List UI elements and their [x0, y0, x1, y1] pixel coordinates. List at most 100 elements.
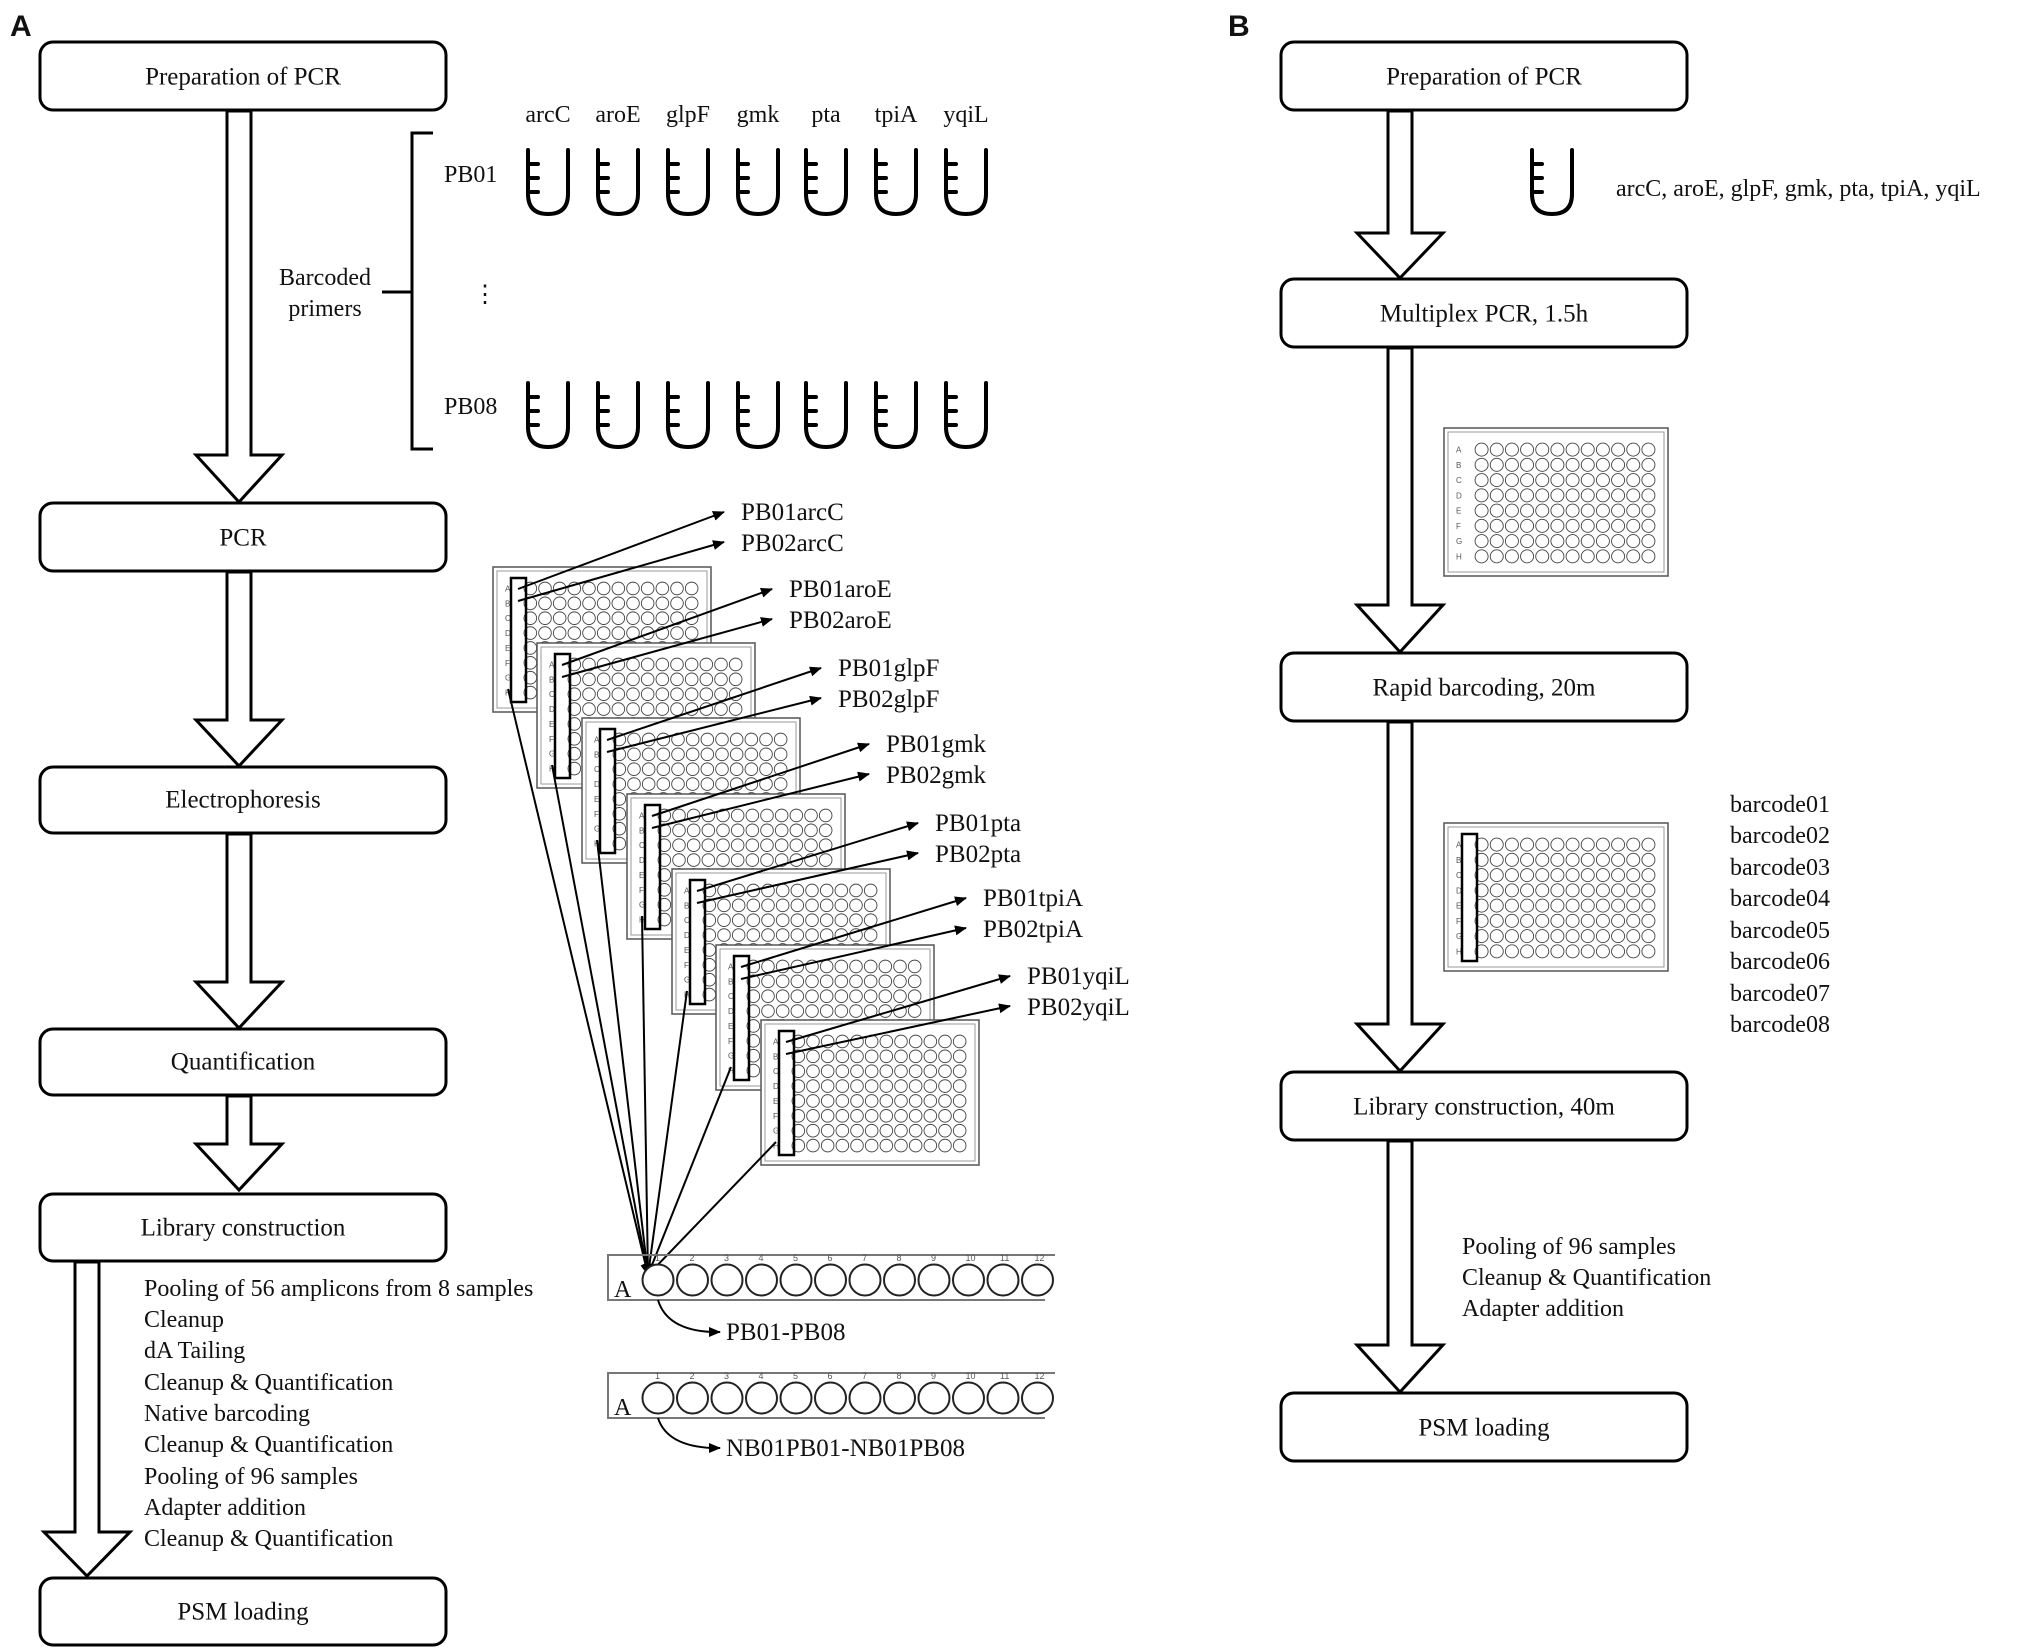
plate-well: [1474, 868, 1489, 883]
plate-well: [805, 928, 819, 942]
plate-well: [850, 1109, 864, 1123]
plate-well: [1474, 518, 1489, 533]
strip-column-number: 2: [690, 1371, 695, 1381]
plate-well: [552, 611, 567, 625]
plate-well: [761, 1004, 775, 1018]
plate-well: [1535, 549, 1550, 564]
plate-row-label: E: [728, 1022, 733, 1031]
strip-well: [745, 1263, 778, 1297]
plate-well: [1565, 549, 1580, 564]
plate-well: [1611, 534, 1626, 549]
plate-row-label: A: [1456, 446, 1462, 455]
plate-well: [627, 777, 641, 791]
plate-well: [1489, 944, 1504, 959]
plate-well: [1595, 868, 1610, 883]
plate-well: [1535, 534, 1550, 549]
plate-well: [834, 959, 849, 974]
plate-well: [879, 1094, 894, 1108]
plate-well: [699, 687, 714, 701]
strip-well: [952, 1381, 985, 1415]
plate-well: [596, 611, 611, 625]
strip-column-number: 1: [655, 1253, 660, 1263]
plate-well: [820, 1138, 835, 1153]
plate-well: [567, 626, 582, 640]
plate-well: [670, 702, 684, 716]
plate-well: [864, 1049, 879, 1064]
plate-well: [746, 928, 761, 942]
plate-well: [952, 1109, 967, 1123]
plate-well: [1474, 457, 1489, 472]
plate-well: [670, 687, 684, 701]
plate-well: [1641, 473, 1656, 488]
plate-well: [894, 1138, 908, 1153]
plate-well: [714, 687, 728, 701]
product-arrow: [696, 850, 919, 904]
plate-row-label: C: [639, 841, 645, 850]
column-highlight: [509, 576, 528, 704]
plate-well: [1611, 852, 1626, 867]
product-label: PB02yqiL: [1027, 994, 1130, 1021]
plate-well: [730, 853, 745, 867]
plate-well: [761, 898, 775, 913]
plate-well: [1489, 457, 1504, 472]
plate-well: [819, 883, 834, 898]
pool-converge-arrow: [647, 1141, 777, 1276]
plate-well: [1595, 473, 1610, 488]
plate-well: [552, 626, 567, 640]
plate-well: [717, 883, 731, 898]
plate-well: [864, 1064, 879, 1078]
plate-row-label: H: [773, 1142, 779, 1151]
product-label: PB01arcC: [741, 499, 844, 526]
plate-well: [1535, 442, 1550, 457]
pcr-plates-stack: ABCDEFGHABCDEFGHABCDEFGHABCDEFGHABCDEFGH…: [492, 566, 980, 1166]
pool-converge-arrow: [647, 1066, 732, 1276]
plate-well: [849, 898, 863, 913]
plate-well: [1641, 883, 1656, 898]
plate-well: [1580, 503, 1595, 518]
strip-well: [676, 1381, 709, 1415]
plate-row-label: A: [773, 1037, 779, 1046]
plate-well: [923, 1123, 938, 1138]
plate-well: [728, 657, 743, 672]
plate-well: [640, 672, 655, 687]
library-steps-a: Pooling of 56 amplicons from 8 samples C…: [144, 1276, 533, 1552]
primer-set-label: PB08: [444, 394, 497, 420]
panel-b-steps: Preparation of PCR Multiplex PCR, 1.5h R…: [1279, 40, 1689, 1463]
plate-well: [789, 808, 804, 823]
plate-well: [1550, 488, 1565, 503]
column-highlight: [643, 803, 662, 931]
plate-well: [864, 1138, 879, 1153]
tube-icon: [736, 381, 780, 449]
plate-well: [538, 626, 552, 640]
plate-well: [1489, 442, 1504, 457]
tube-icon: [736, 148, 780, 216]
step-label: Library construction, 40m: [1353, 1094, 1615, 1121]
plate-well: [714, 672, 728, 687]
plate-well: [684, 626, 699, 640]
tube-row-pb08: [526, 381, 988, 449]
plate-well: [893, 989, 907, 1003]
plate-well: [834, 1004, 849, 1018]
plate-well: [1611, 913, 1626, 928]
plate-well: [879, 1034, 894, 1049]
gene-label: glpF: [666, 102, 710, 128]
plate-well: [1580, 913, 1595, 928]
plate-well: [655, 611, 670, 625]
column-highlight: [598, 727, 617, 855]
plate-well: [938, 1109, 952, 1123]
product-arrow: [651, 742, 870, 817]
plate-well: [1474, 852, 1489, 867]
panel-a-flow-arrows: [40, 109, 286, 1579]
strip-column-number: 6: [828, 1253, 833, 1263]
plate-well: [1580, 944, 1595, 959]
plate-well: [745, 853, 760, 867]
plate-well: [685, 762, 700, 776]
plate-well: [1641, 852, 1656, 867]
plate-well: [761, 913, 775, 927]
plate-well: [730, 838, 745, 852]
plate-well: [671, 762, 685, 776]
plate-well: [1474, 473, 1489, 488]
plate-row-label: D: [549, 705, 555, 714]
plate-well: [1580, 518, 1595, 533]
